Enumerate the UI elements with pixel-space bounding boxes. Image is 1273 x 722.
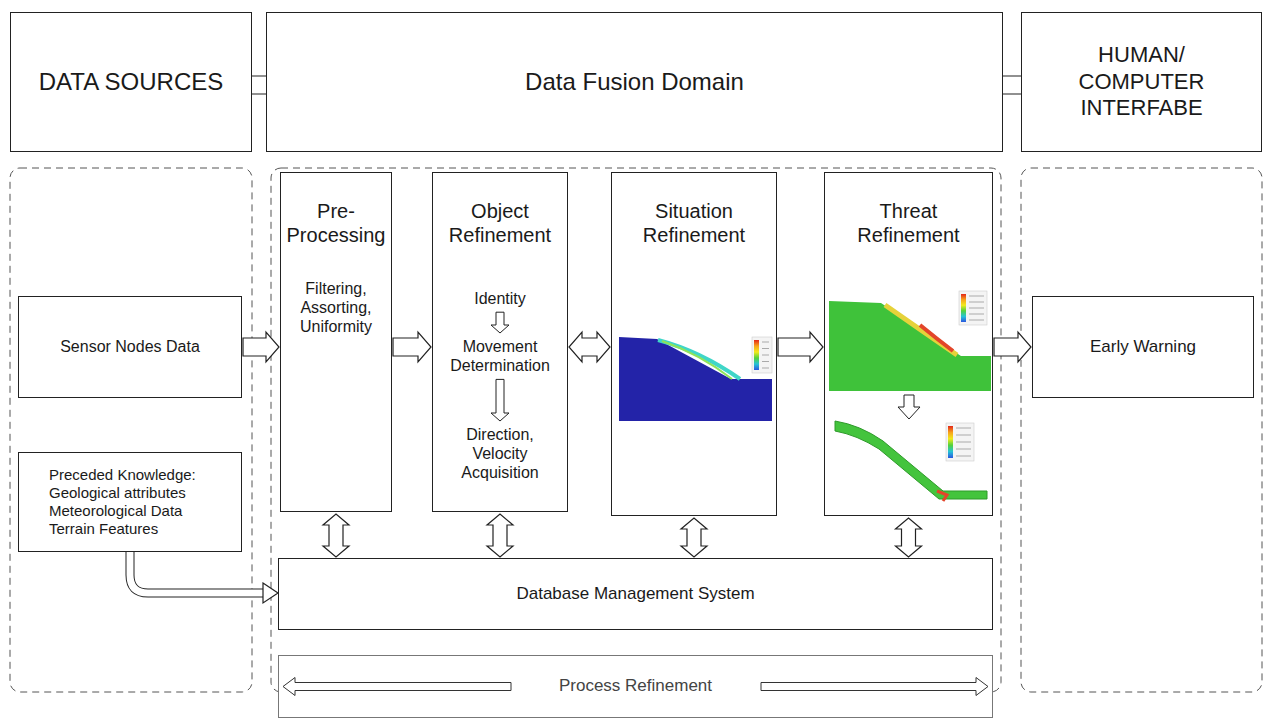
box-title: Data Fusion Domain xyxy=(525,68,744,97)
curved-arrow-outline xyxy=(130,552,264,593)
colorbar xyxy=(948,426,953,458)
step-arrow xyxy=(898,395,920,419)
block-arrow xyxy=(487,514,513,557)
process-box: Situation Refinement xyxy=(611,172,777,516)
refinement-arrow xyxy=(283,678,511,696)
stress-zone xyxy=(885,305,957,355)
colorbar-tick xyxy=(969,296,984,297)
colorbar-tick xyxy=(956,456,971,457)
box-text: Filtering, Assorting, Uniformity xyxy=(285,279,387,337)
block-arrow xyxy=(681,518,707,557)
colorbar-panel xyxy=(752,337,772,373)
arrow-head xyxy=(263,583,278,603)
box-title: Situation Refinement xyxy=(616,199,772,247)
block-arrow xyxy=(323,514,349,557)
step-arrow xyxy=(491,312,509,333)
curved-arrow-fill xyxy=(130,552,264,593)
colorbar-tick xyxy=(969,308,984,309)
colorbar-tick xyxy=(762,342,769,343)
step-arrow xyxy=(491,379,509,421)
colorbar-tick xyxy=(956,449,971,450)
colorbar-tick xyxy=(969,314,984,315)
colorbar xyxy=(754,340,759,370)
box-title: Early Warning xyxy=(1090,337,1196,357)
curved-arrow xyxy=(130,552,278,603)
knowledge-box: Preceded Knowledge: Geological attribute… xyxy=(18,452,242,552)
colorbar-tick xyxy=(762,361,769,362)
process-box: Pre- ProcessingFiltering, Assorting, Uni… xyxy=(280,172,392,512)
stress-zone xyxy=(937,491,947,501)
colorbar-tick xyxy=(956,428,971,429)
source-region xyxy=(10,168,252,692)
box-text: Direction, Velocity Acquisition xyxy=(437,425,563,483)
colorbar-tick xyxy=(956,442,971,443)
colorbar-tick xyxy=(969,320,984,321)
colorbar-tick xyxy=(762,348,769,349)
interface-header: HUMAN/ COMPUTER INTERFABE xyxy=(1021,12,1262,152)
box-title: Threat Refinement xyxy=(829,199,988,247)
colorbar xyxy=(961,294,966,322)
colorbar-panel xyxy=(959,291,987,325)
colorbar-tick xyxy=(956,435,971,436)
box-title: Pre- Processing xyxy=(285,199,387,247)
process-box: Object RefinementIdentityMovement Determ… xyxy=(432,172,568,512)
block-arrow xyxy=(778,332,823,362)
box-title: Database Management System xyxy=(516,584,754,604)
colorbar-tick xyxy=(969,302,984,303)
box-title: Preceded Knowledge: Geological attribute… xyxy=(49,466,211,538)
process-box: Threat Refinement xyxy=(824,172,993,516)
slip-surface xyxy=(662,341,732,379)
box-text: Identity xyxy=(437,289,563,308)
block-arrow xyxy=(896,518,922,557)
database-box: Database Management System xyxy=(278,558,993,630)
interface-region xyxy=(1021,168,1262,692)
slope-model xyxy=(619,337,772,421)
stress-zone xyxy=(920,325,953,351)
block-arrow xyxy=(393,332,431,362)
slip-surface xyxy=(658,340,740,379)
refinement-arrow xyxy=(761,678,988,696)
output-box: Early Warning xyxy=(1032,296,1254,398)
process-refinement-band: Process Refinement xyxy=(278,655,993,718)
block-arrow xyxy=(243,332,279,362)
slip-band xyxy=(835,421,987,499)
colorbar-tick xyxy=(762,368,769,369)
box-title: Sensor Nodes Data xyxy=(60,337,200,356)
fusion-region xyxy=(271,168,1001,692)
fusion-header: Data Fusion Domain xyxy=(266,12,1003,152)
box-title: HUMAN/ COMPUTER INTERFABE xyxy=(1057,42,1227,121)
box-title: Process Refinement xyxy=(555,676,716,696)
input-box: Sensor Nodes Data xyxy=(18,296,242,398)
colorbar-tick xyxy=(762,355,769,356)
block-arrow xyxy=(569,332,610,362)
box-text: Movement Determination xyxy=(437,337,563,375)
block-arrow xyxy=(994,332,1031,362)
colorbar-panel xyxy=(946,423,974,461)
source-header: DATA SOURCES xyxy=(10,12,252,152)
box-title: DATA SOURCES xyxy=(39,68,223,97)
box-title: Object Refinement xyxy=(437,199,563,247)
